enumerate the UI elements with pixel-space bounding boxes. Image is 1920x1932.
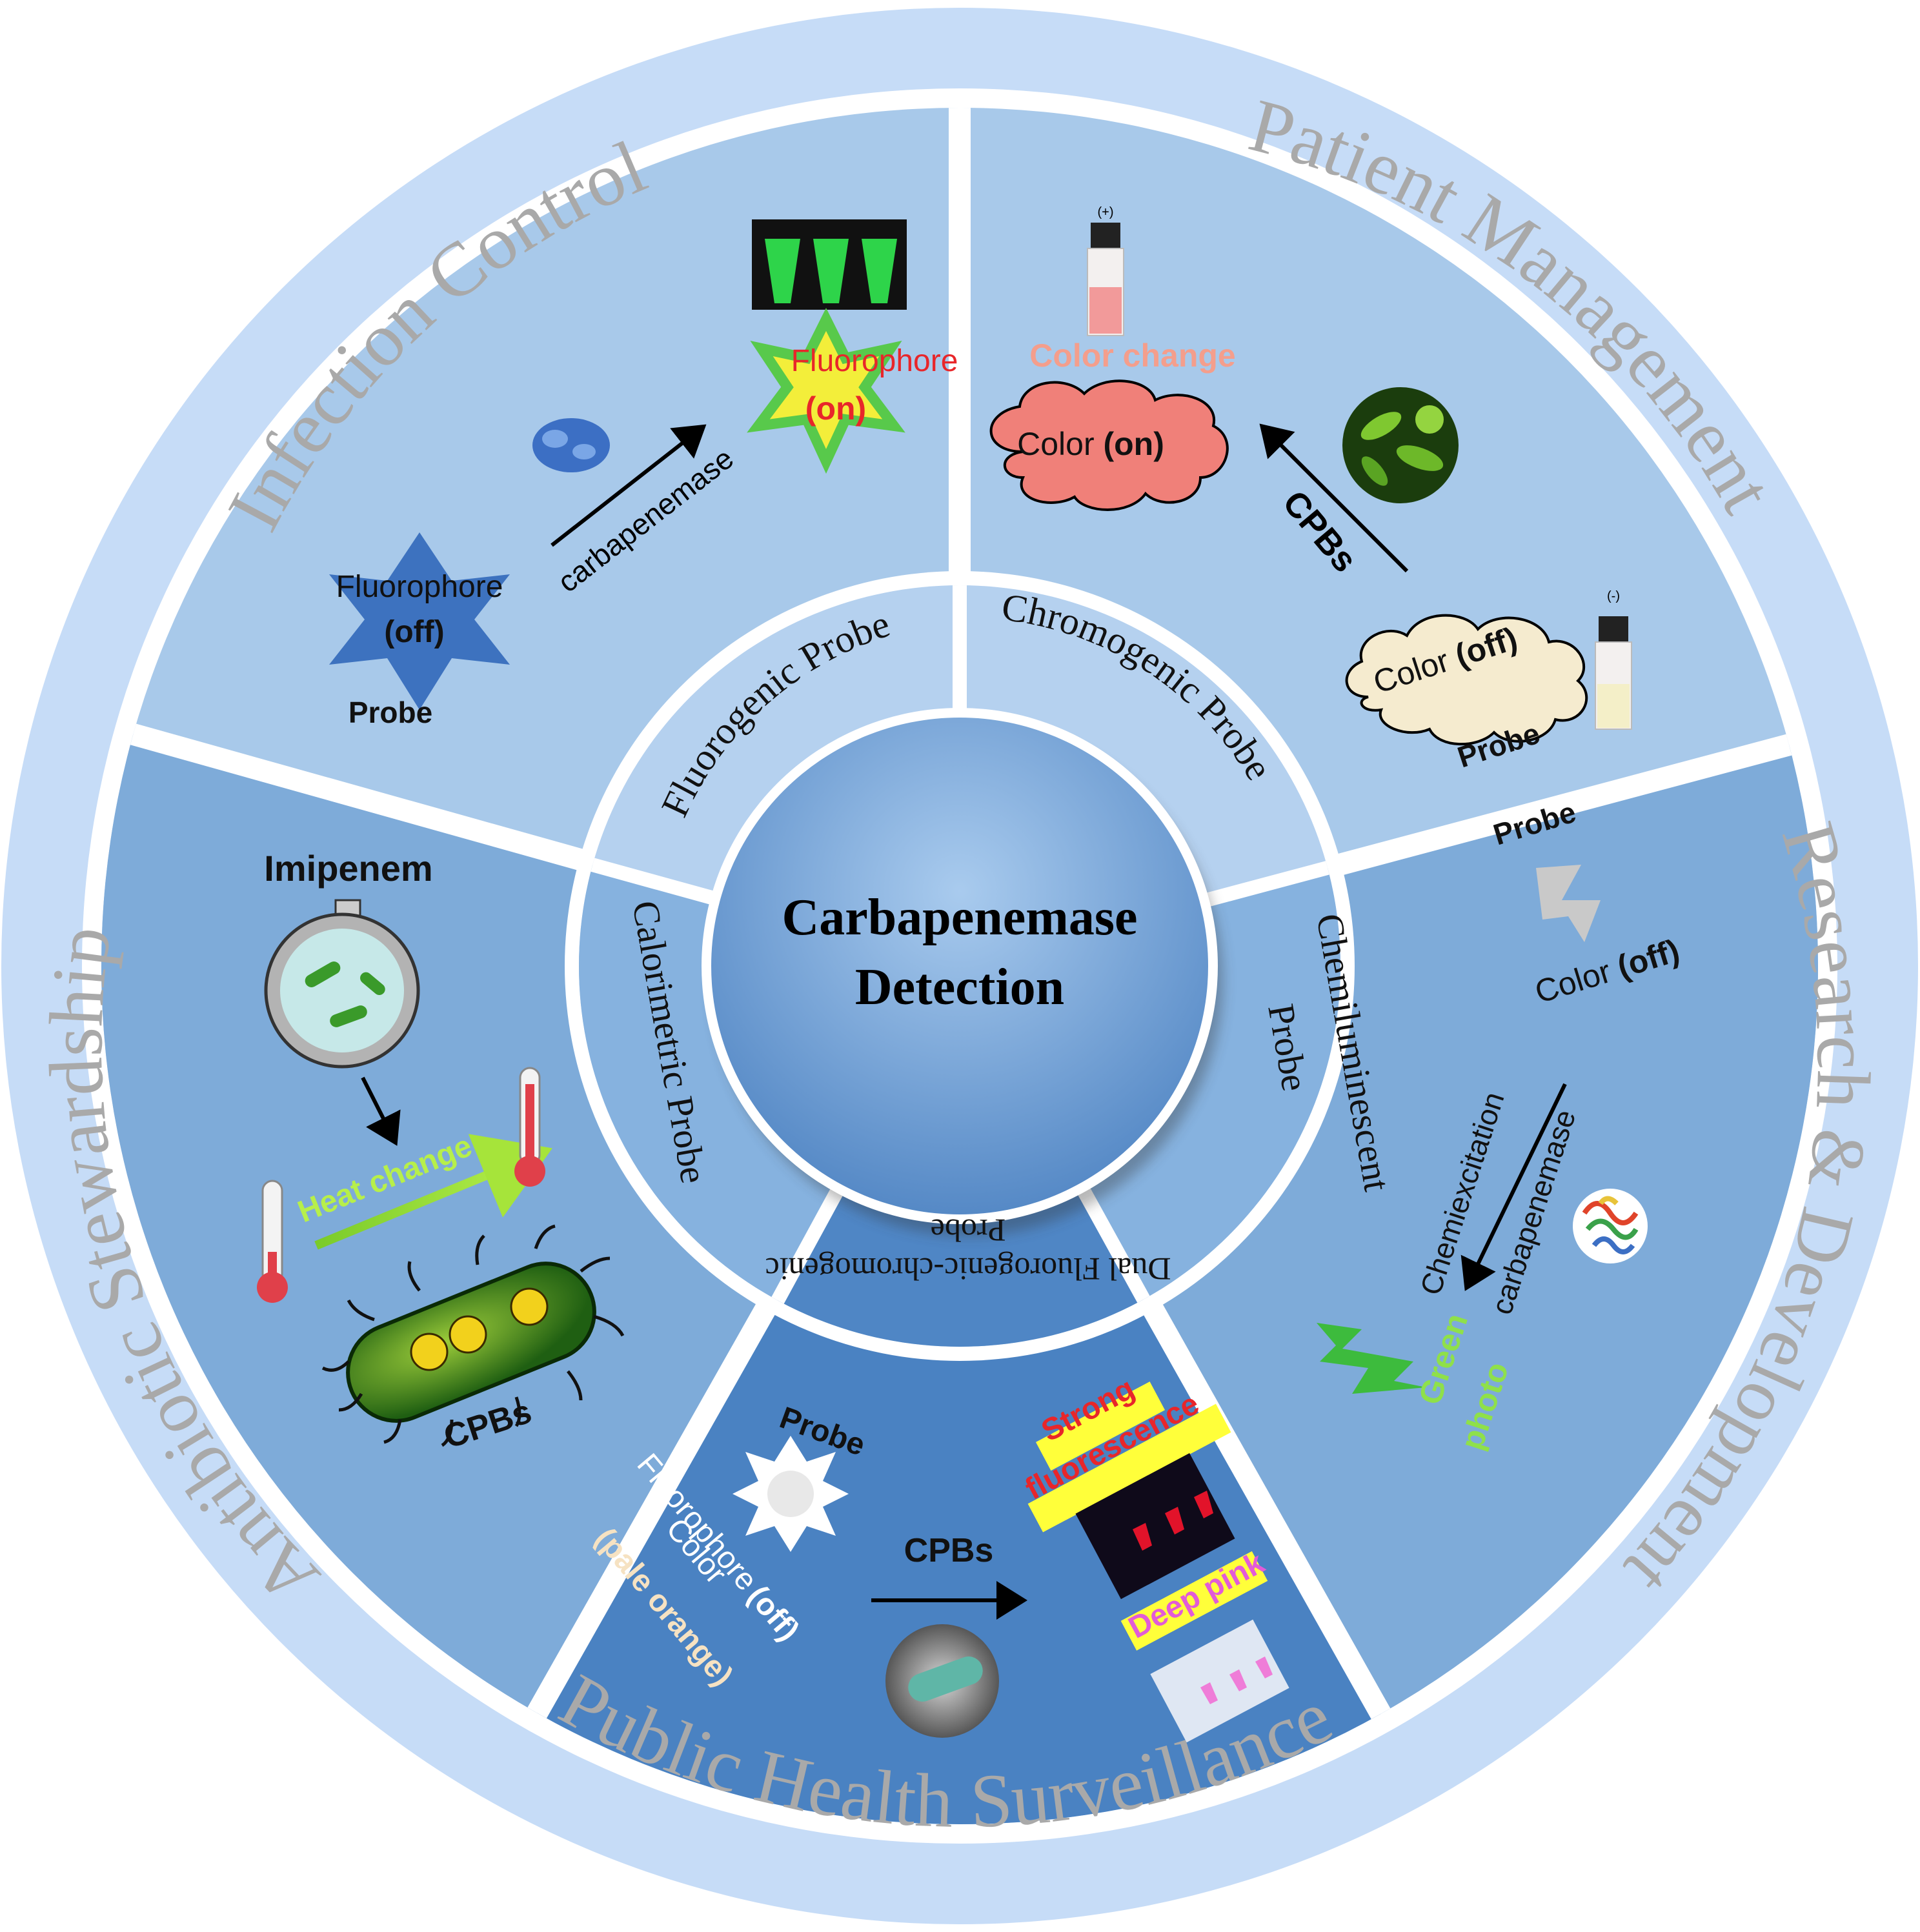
vial-positive-label: (+) xyxy=(1098,205,1114,219)
cpbs-bacterium-icon xyxy=(321,1224,625,1447)
tube-glow-icons xyxy=(765,239,897,303)
inner-label-dual-line1: Dual Fluorogenic-chromogenic xyxy=(765,1251,1171,1287)
enzyme-blue-icon xyxy=(532,418,610,472)
fluorophore-off-label: Fluorophore xyxy=(336,570,503,604)
fluorophore-core-icon xyxy=(767,1471,814,1517)
color-change-label: Color change xyxy=(1029,337,1235,374)
carbapenemase-arrow xyxy=(551,424,707,547)
fluorescence-label-box xyxy=(1027,1404,1231,1533)
center-title-line1: Carbapenemase xyxy=(782,889,1137,946)
vial-negative-label: (-) xyxy=(1607,589,1620,603)
color-on-cloud-icon xyxy=(989,379,1229,511)
fluorophore-off-star-icon xyxy=(329,532,510,710)
heat-change-arrow xyxy=(314,1134,552,1250)
fluorescent-tubes-red-photo xyxy=(1075,1453,1235,1600)
thermometer-high-icon xyxy=(514,1067,545,1187)
vial-positive-liquid xyxy=(1089,287,1122,334)
color-off-cloud-icon xyxy=(1345,614,1588,746)
thermometer-low-icon xyxy=(257,1180,288,1303)
fluorophore-on-state: (on) xyxy=(805,390,866,427)
lightning-green-icon xyxy=(1317,1323,1426,1394)
vial-positive-cap xyxy=(1091,223,1120,248)
lightning-grey-icon xyxy=(1536,865,1601,942)
heat-down-arrow xyxy=(361,1076,401,1146)
fluorophore-on-star-icon xyxy=(747,308,905,474)
imipenem-label: Imipenem xyxy=(264,848,432,889)
cpbs-arrow xyxy=(1259,423,1409,573)
bacteria-green-photo-icon xyxy=(1342,387,1459,503)
fluorogenic-probe-label: Probe xyxy=(349,696,432,729)
pink-tubes-photo xyxy=(1150,1619,1289,1743)
protein-structure-icon xyxy=(1573,1189,1648,1263)
fluorophore-off-state: (off) xyxy=(384,615,444,649)
vial-negative-liquid xyxy=(1597,684,1630,728)
bacteria-sem-photo-icon xyxy=(885,1624,999,1738)
inner-label-dual-line2: Probe xyxy=(931,1213,1006,1249)
color-on-label: Color (on) xyxy=(1017,426,1164,462)
petri-dish-inner xyxy=(280,929,404,1052)
strong-label-box xyxy=(1035,1381,1166,1471)
dual-cpbs-label: CPBs xyxy=(904,1532,994,1569)
center-title-line2: Detection xyxy=(855,959,1064,1016)
center-circle xyxy=(711,718,1208,1214)
vial-negative-cap xyxy=(1599,616,1628,642)
chemiexcitation-arrow xyxy=(1460,1083,1567,1291)
fluorophore-on-label: Fluorophore xyxy=(791,344,958,378)
deep-pink-label-box xyxy=(1120,1551,1268,1651)
chromogenic-panel: (+) Color change Color (on) CPBs Color (… xyxy=(989,205,1632,774)
